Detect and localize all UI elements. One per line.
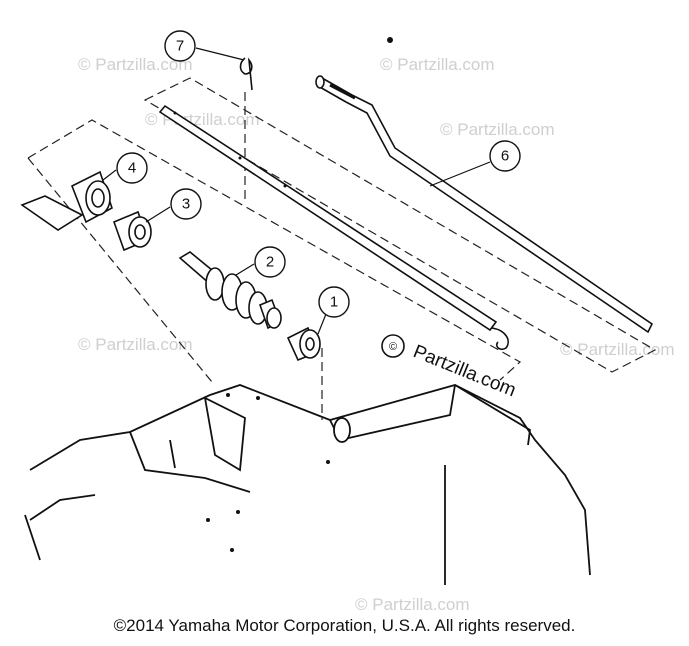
svg-text:©: © [389,341,397,353]
bolt [387,37,393,43]
shaft: © [158,104,509,358]
leader-6 [429,161,491,187]
callout-2-label: 2 [266,254,274,271]
bushing-3 [112,210,152,252]
frame-lower [29,494,96,521]
frame [24,384,591,585]
callout-1: 1 [318,286,350,318]
bushing-1 [286,326,321,362]
callout-6: 6 [489,140,521,172]
watermark-layer: © Partzilla.com © Partzilla.com © Partzi… [78,55,675,614]
copyright-notice: ©2014 Yamaha Motor Corporation, U.S.A. A… [113,616,576,635]
callouts: 7 6 4 3 2 1 [116,30,521,318]
callout-4-label: 4 [128,160,136,177]
bushing-4-bore [91,188,105,208]
pin-7 [239,57,253,91]
watermark-text: © Partzilla.com [560,340,675,359]
rod-guide-plane [143,77,657,373]
watermark-text: © Partzilla.com [78,55,193,74]
pivot-guide-plane [27,119,522,381]
frame-opening [203,396,246,472]
watermark-text: © Partzilla.com [380,55,495,74]
rod-end [315,75,325,89]
callout-3-label: 3 [182,196,190,213]
shaft-clip [491,327,509,351]
watermark-text: © Partzilla.com [440,120,555,139]
callout-1-label: 1 [330,294,338,311]
leader-lines [102,47,491,335]
pin-body [239,57,253,91]
callout-4: 4 [116,152,148,184]
bracket-4 [20,170,113,231]
leader-7 [195,47,245,61]
watermark-text: © Partzilla.com [78,335,193,354]
frame-edge [454,384,531,446]
frame-boss [333,417,351,443]
frame-rib [169,439,176,469]
callout-3: 3 [170,188,202,220]
pivot-guide-line [27,157,213,383]
callout-6-label: 6 [501,148,509,165]
leader-4 [102,169,117,181]
rod-body [316,76,654,334]
leader-1 [317,313,327,335]
callout-2: 2 [254,246,286,278]
callout-7-label: 7 [176,38,184,55]
spring-assembly-2 [178,251,282,330]
leader-3 [145,206,171,223]
callout-7: 7 [164,30,196,62]
watermark-text: © Partzilla.com [355,595,470,614]
guide-lines [27,77,657,420]
frame-inner [129,431,251,493]
bracket-plate [20,195,84,231]
leader-2 [235,263,255,276]
shift-rod-6 [315,75,654,334]
rod-grip [329,83,356,100]
shaft-body [158,104,498,332]
frame-outline [29,384,591,576]
frame-lower-edge [24,514,41,561]
shaft-cap [381,334,405,358]
